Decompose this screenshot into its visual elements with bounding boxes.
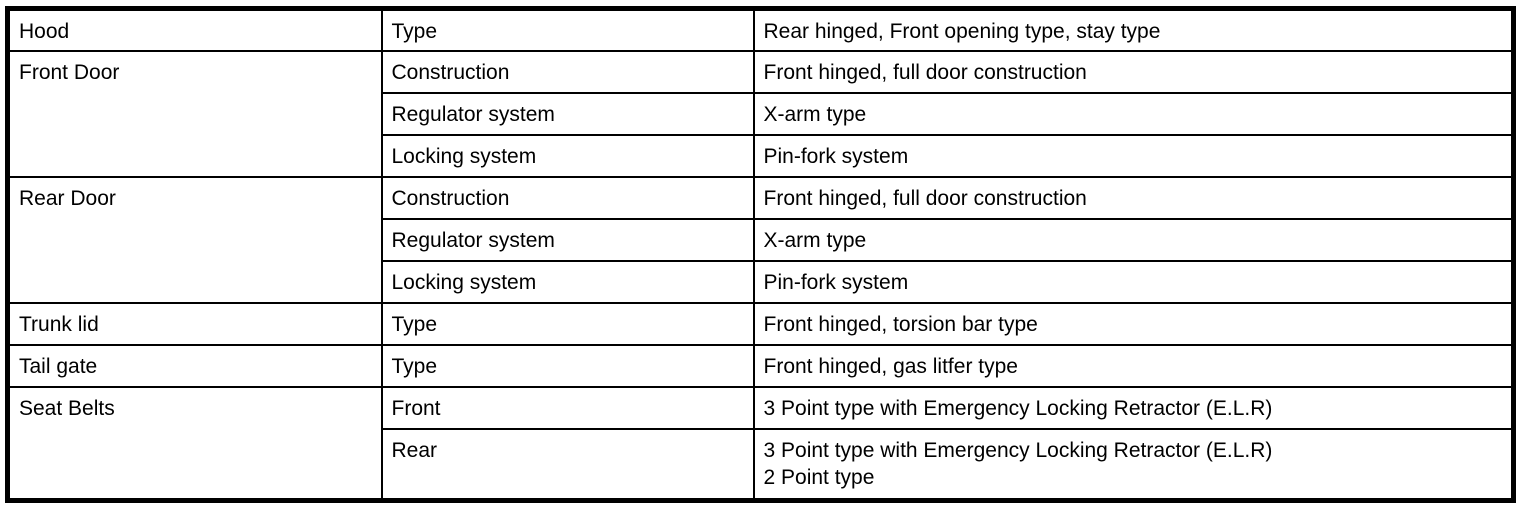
item-cell: Construction xyxy=(380,175,755,220)
value-cell: Rear hinged, Front opening type, stay ty… xyxy=(752,7,1515,52)
item-cell: Regulator system xyxy=(380,217,755,262)
value-cell: 3 Point type with Emergency Locking Retr… xyxy=(752,385,1515,430)
item-cell: Regulator system xyxy=(380,91,755,136)
table-row: Trunk lid Type Front hinged, torsion bar… xyxy=(6,301,1515,346)
item-cell: Front xyxy=(380,385,755,430)
table-row: Front Door Construction Front hinged, fu… xyxy=(6,49,1515,178)
item-cell: Locking system xyxy=(380,133,755,178)
table-row: Regulator system X-arm type xyxy=(8,217,1515,262)
value-cell: Pin-fork system xyxy=(752,259,1515,304)
item-cell: Type xyxy=(380,343,755,388)
category-cell-seat-belts: Seat Belts xyxy=(6,385,383,502)
table-row: Rear Door Construction Front hinged, ful… xyxy=(6,175,1515,304)
category-cell-tail-gate: Tail gate xyxy=(6,343,383,388)
value-cell: Front hinged, full door construction xyxy=(752,175,1515,220)
table-row: Seat Belts Front 3 Point type with Emerg… xyxy=(6,385,1515,502)
value-cell: Pin-fork system xyxy=(752,133,1515,178)
value-cell: Front hinged, full door construction xyxy=(752,49,1515,94)
value-cell: Front hinged, gas litfer type xyxy=(752,343,1515,388)
item-cell: Rear xyxy=(380,427,755,502)
table-row: Rear 3 Point type with Emergency Locking… xyxy=(8,427,1515,502)
item-cell: Locking system xyxy=(380,259,755,304)
item-cell: Type xyxy=(380,7,755,52)
table-row: Tail gate Type Front hinged, gas litfer … xyxy=(6,343,1515,388)
item-cell: Construction xyxy=(380,49,755,94)
table-row: Locking system Pin-fork system xyxy=(8,259,1515,304)
value-cell: Front hinged, torsion bar type xyxy=(752,301,1515,346)
item-cell: Type xyxy=(380,301,755,346)
category-cell-rear-door: Rear Door xyxy=(6,175,383,304)
value-cell: X-arm type xyxy=(752,91,1515,136)
table-row: Regulator system X-arm type xyxy=(8,91,1515,136)
category-cell-trunk-lid: Trunk lid xyxy=(6,301,383,346)
value-cell: X-arm type xyxy=(752,217,1515,262)
value-cell: 3 Point type with Emergency Locking Retr… xyxy=(752,427,1515,502)
specifications-table: Hood Type Rear hinged, Front opening typ… xyxy=(5,6,1516,504)
category-cell-front-door: Front Door xyxy=(6,49,383,178)
category-cell-hood: Hood xyxy=(6,7,383,52)
table-row: Locking system Pin-fork system xyxy=(8,133,1515,178)
table-row: Hood Type Rear hinged, Front opening typ… xyxy=(6,7,1515,52)
